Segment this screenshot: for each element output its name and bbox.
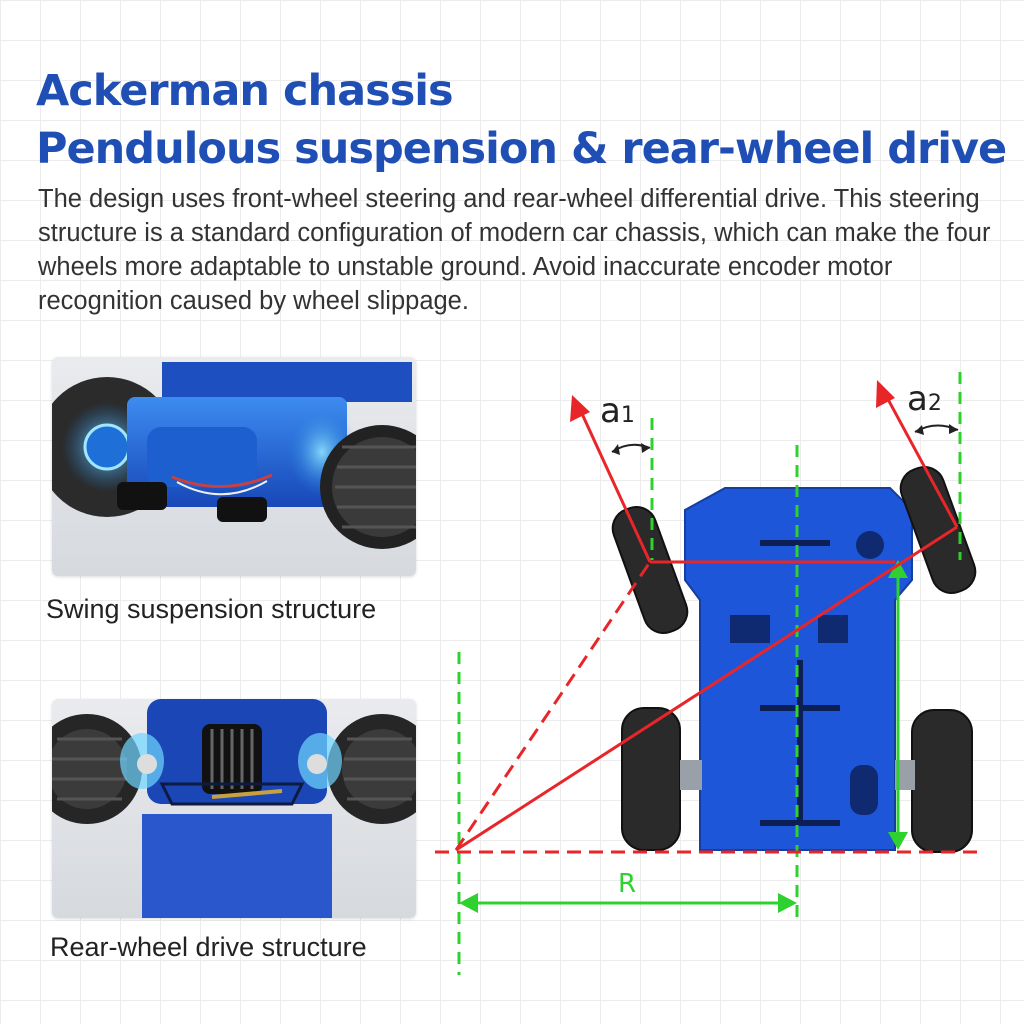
rear-wheel-drive-photo: [52, 699, 416, 918]
ackermann-steering-diagram: a1 a2 R: [435, 372, 985, 975]
red-arrowheads: [570, 380, 895, 422]
front-left-wheel: [611, 506, 689, 634]
rear-right-wheel: [911, 709, 973, 853]
swing-suspension-caption: Swing suspension structure: [46, 594, 377, 624]
red-guide-lines: [435, 389, 985, 854]
description-text: The design uses front-wheel steering and…: [38, 185, 991, 315]
green-guide-lines: [457, 372, 962, 975]
page-title-line1: Ackerman chassis: [36, 66, 454, 116]
page-title-line2: Pendulous suspension & rear-wheel drive: [36, 124, 1007, 174]
angle-label-left: a1: [600, 391, 635, 431]
rear-wheel-drive-caption: Rear-wheel drive structure: [50, 932, 367, 962]
green-arrowheads: [459, 560, 908, 913]
radius-label: R: [618, 869, 636, 899]
angle-label-right: a2: [907, 379, 942, 419]
swing-suspension-photo: [52, 357, 416, 576]
rear-left-wheel: [621, 707, 681, 851]
